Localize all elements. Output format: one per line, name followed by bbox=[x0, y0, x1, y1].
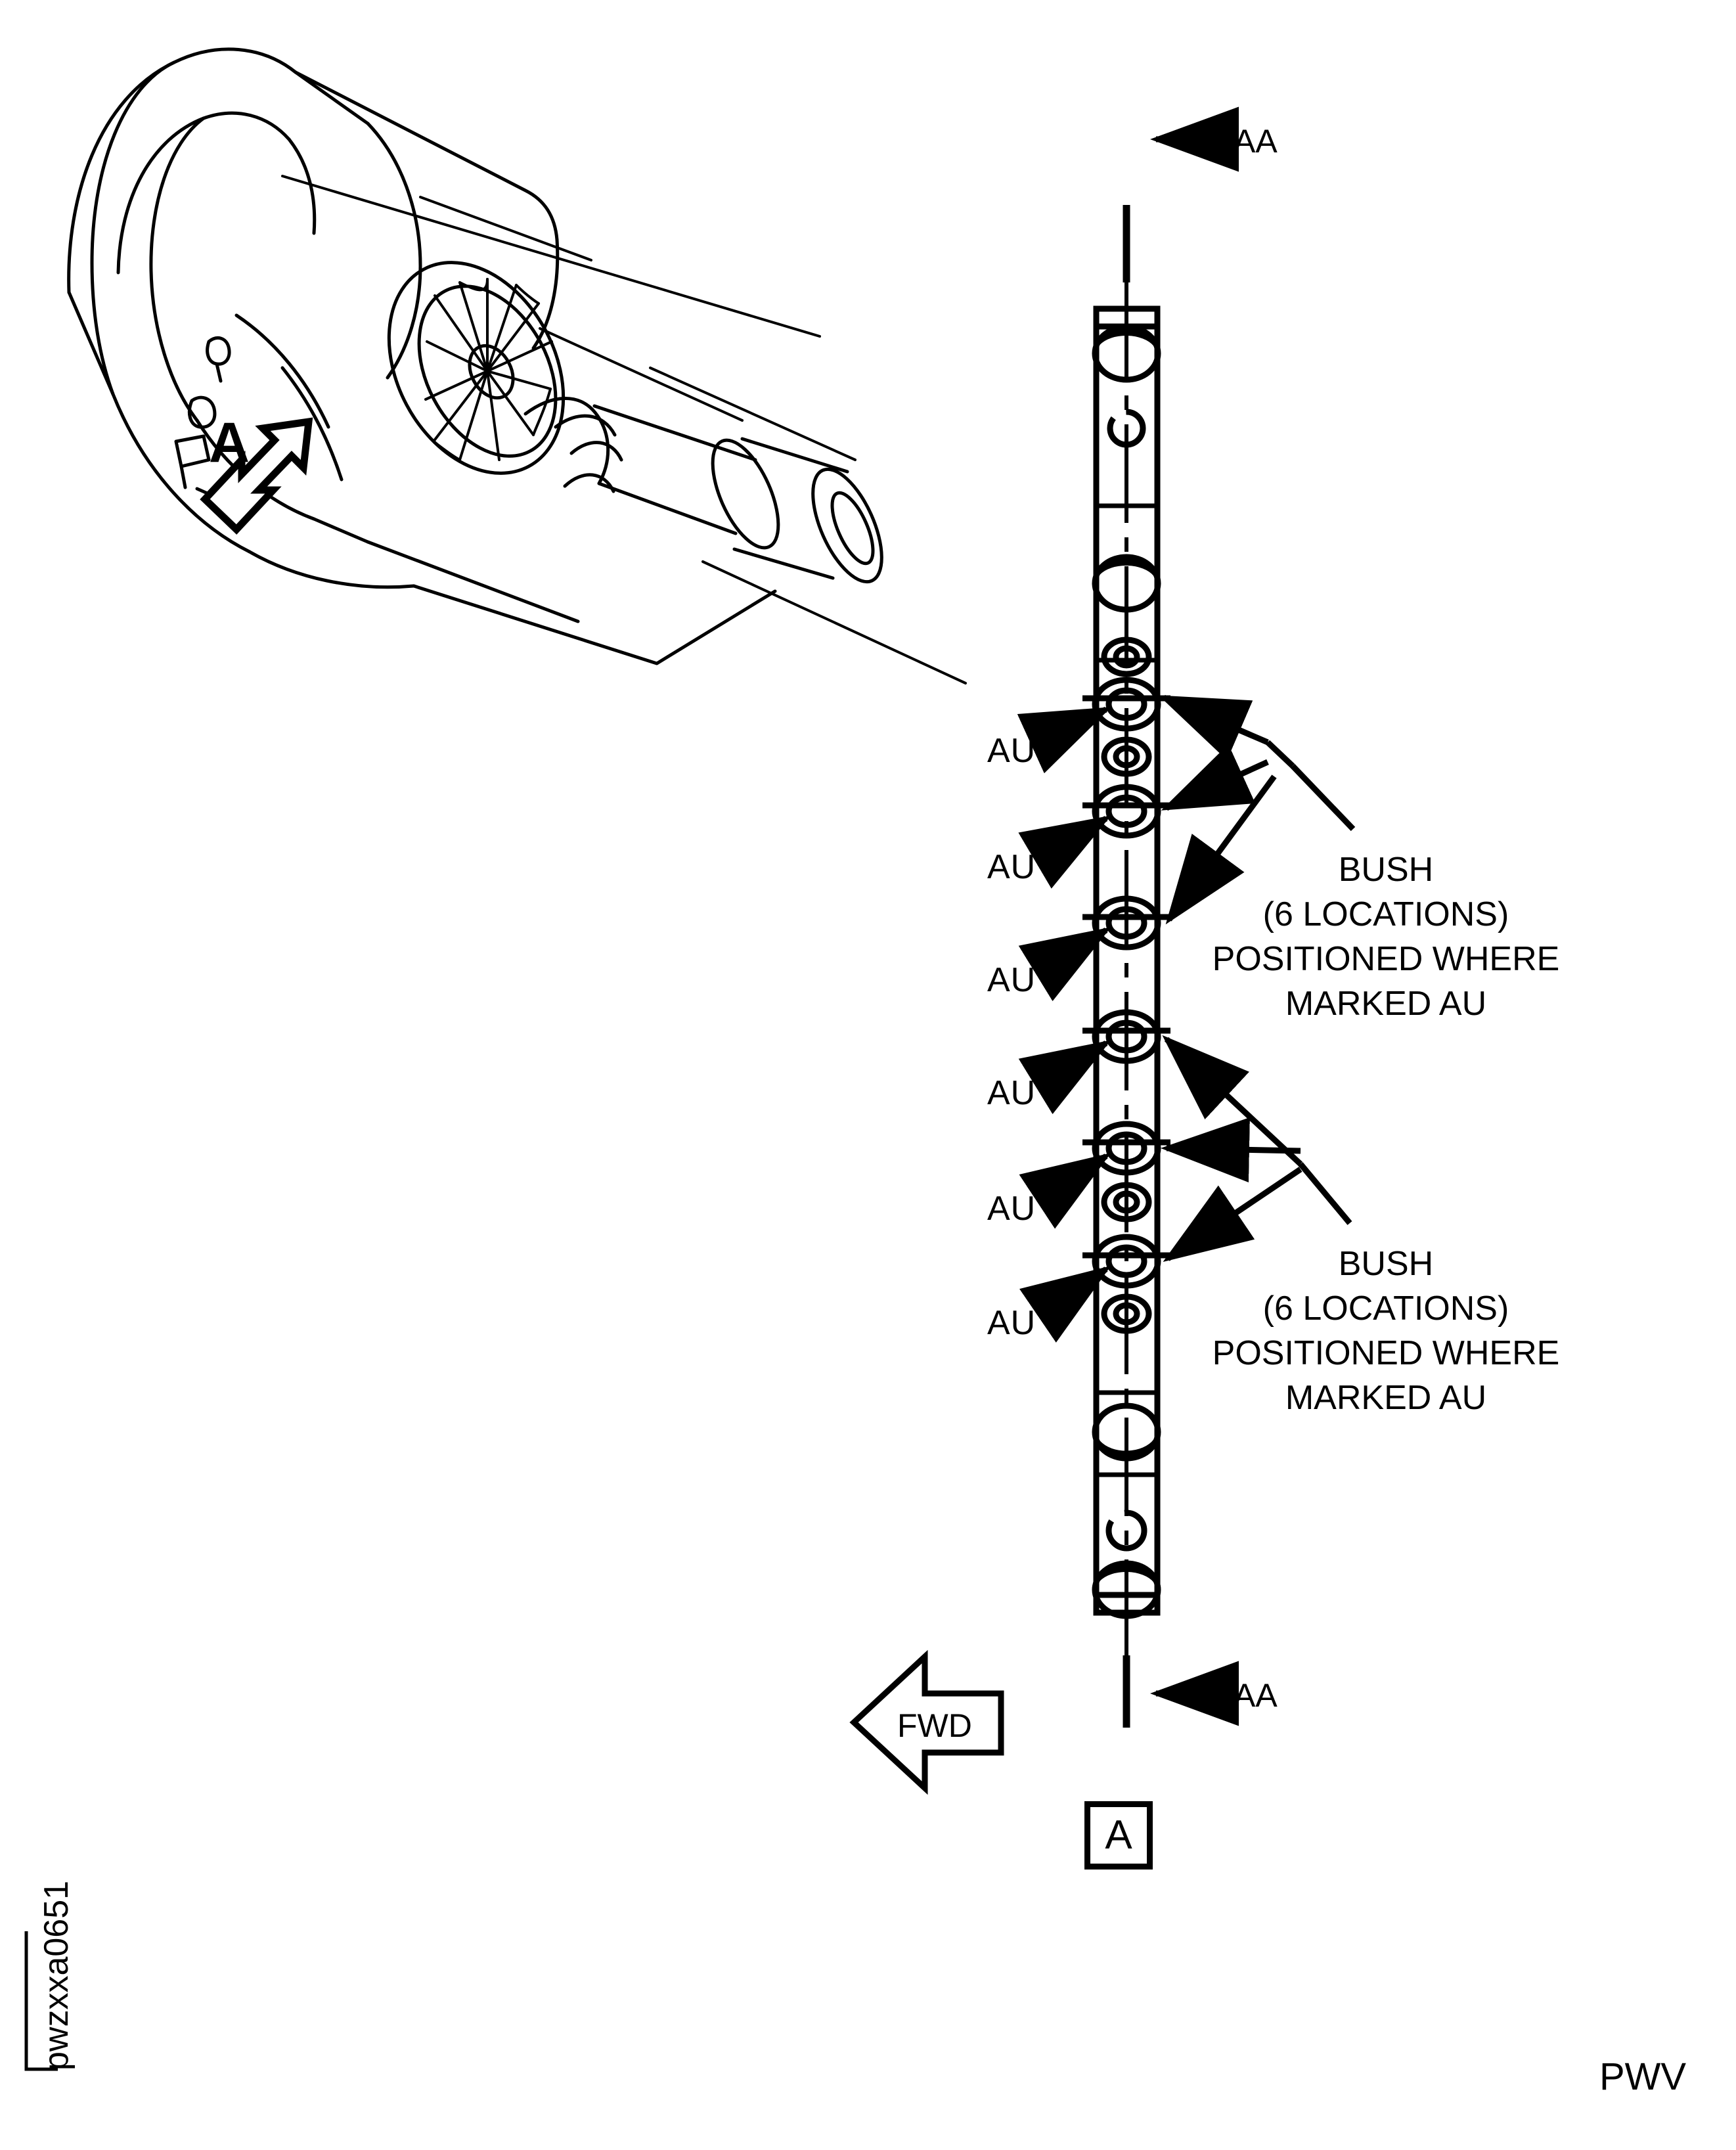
section-label-aa-bottom: AA bbox=[1234, 1677, 1278, 1714]
au-label-2: AU bbox=[987, 848, 1036, 886]
bush-3 bbox=[1082, 895, 1170, 951]
hole-bush-ring-1 bbox=[1101, 637, 1152, 677]
hole-large-1 bbox=[1092, 324, 1161, 383]
section-marker-aa-top bbox=[1123, 106, 1239, 282]
au-label-6: AU bbox=[987, 1304, 1036, 1342]
bush-4 bbox=[1082, 1009, 1170, 1064]
bush-callout-upper: BUSH (6 LOCATIONS) POSITIONED WHERE MARK… bbox=[1212, 851, 1560, 1023]
fwd-arrow bbox=[849, 1649, 1004, 1795]
hole-large-4 bbox=[1092, 1560, 1161, 1619]
view-a-label: A bbox=[1105, 1812, 1132, 1858]
hole-small-2 bbox=[1105, 1510, 1147, 1552]
bush-6 bbox=[1082, 1234, 1170, 1289]
engine-view-arrow-label: A bbox=[209, 411, 250, 474]
fwd-label: FWD bbox=[897, 1707, 972, 1744]
section-marker-aa-bottom bbox=[1123, 1655, 1239, 1728]
view-a-box: A bbox=[1084, 1801, 1153, 1870]
au-label-4: AU bbox=[987, 1074, 1036, 1112]
au-leader-lines bbox=[1017, 706, 1112, 1343]
au-label-5: AU bbox=[987, 1190, 1036, 1228]
bush-5 bbox=[1082, 1121, 1170, 1176]
au-label-3: AU bbox=[987, 961, 1036, 999]
figure-id: pwzxxa0651 bbox=[37, 1880, 76, 2071]
section-label-aa-top: AA bbox=[1234, 123, 1278, 160]
hole-large-2 bbox=[1092, 554, 1161, 613]
au-label-1: AU bbox=[987, 732, 1036, 770]
bush-callout-lower: BUSH (6 LOCATIONS) POSITIONED WHERE MARK… bbox=[1212, 1245, 1560, 1417]
bush-callout-leaders-lower bbox=[1161, 1035, 1352, 1263]
bush-1 bbox=[1082, 677, 1170, 732]
hole-small-1 bbox=[1107, 409, 1146, 448]
view-arrow-a bbox=[200, 417, 313, 535]
hole-large-3 bbox=[1092, 1402, 1161, 1462]
bush-callout-leaders-upper bbox=[1158, 694, 1356, 925]
vendor-code: PWV bbox=[1599, 2055, 1687, 2098]
bush-2 bbox=[1082, 784, 1170, 839]
